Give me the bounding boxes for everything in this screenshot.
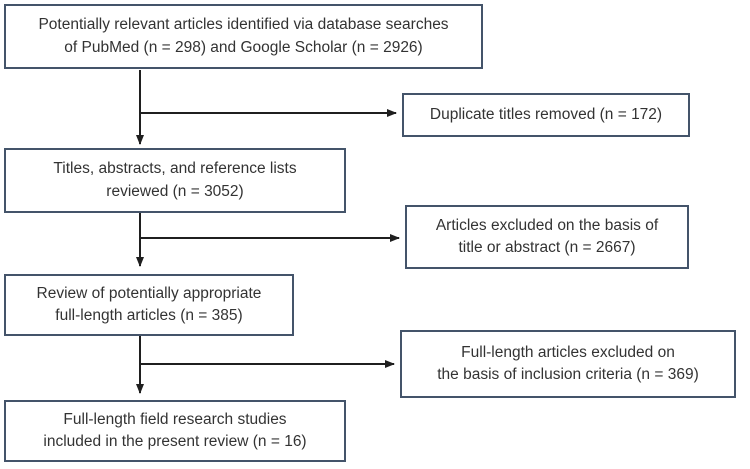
box-text-line: Duplicate titles removed (n = 172) [429,105,663,123]
box-text-line: the basis of inclusion criteria (n = 369… [437,366,699,383]
box-text-line: reviewed (n = 3052) [106,182,244,200]
box-text-line: Full-length articles excluded on [461,343,675,361]
box-text-line: Titles, abstracts, and reference lists [53,160,297,178]
box-text-line: Potentially relevant articles identified… [38,16,449,34]
box-text-line: Full-length field research studies [63,410,287,428]
flow-box-excluded-inclusion-criteria: Full-length articles excluded on the bas… [400,330,736,398]
box-text-line: included in the present review (n = 16) [43,433,307,450]
flow-box-full-length-review: Review of potentially appropriate full-l… [4,274,294,336]
box-text-line: Review of potentially appropriate [36,284,262,302]
box-text-line: full-length articles (n = 385) [55,307,243,324]
box-text-line: title or abstract (n = 2667) [458,239,636,256]
flow-box-reviewed: Titles, abstracts, and reference lists r… [4,148,346,213]
flow-box-included: Full-length field research studies inclu… [4,400,346,462]
flow-box-duplicates-removed: Duplicate titles removed (n = 172) [402,93,690,137]
box-text-line: Articles excluded on the basis of [435,216,659,234]
flow-box-excluded-title-abstract: Articles excluded on the basis of title … [405,205,689,269]
flow-box-identified: Potentially relevant articles identified… [4,4,483,69]
box-text-line: of PubMed (n = 298) and Google Scholar (… [64,38,423,56]
